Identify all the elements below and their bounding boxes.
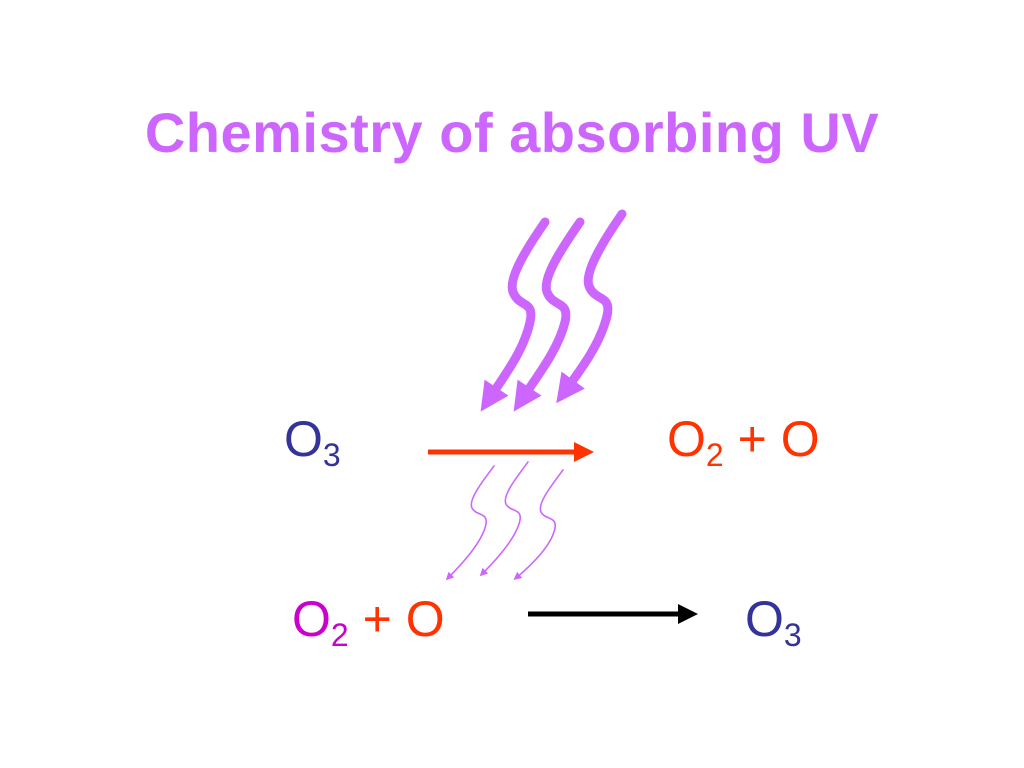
reactant-ozone: O3: [284, 414, 341, 471]
subscript: 2: [330, 617, 349, 653]
oxygen-molecule: O2: [292, 591, 349, 651]
uv-radiation-arrow-icon: [556, 209, 627, 404]
element-symbol: O: [284, 411, 323, 467]
uv-radiation-arrow-icon: [513, 469, 564, 581]
subscript: 3: [783, 617, 802, 653]
reactants-oxygen: O2 + O: [292, 594, 445, 651]
oxygen-atom: O: [405, 591, 445, 647]
uv-radiation-arrow-icon: [513, 217, 585, 412]
uv-radiation-arrow-icon: [479, 461, 529, 577]
product-ozone: O3: [745, 594, 802, 651]
subscript: 3: [322, 437, 341, 473]
subscript: 2: [705, 437, 724, 473]
uv-radiation-arrow-icon: [445, 465, 495, 581]
oxygen-atom: O: [780, 411, 820, 467]
slide-title: Chemistry of absorbing UV: [144, 101, 880, 164]
plus-sign: +: [362, 591, 392, 647]
plus-sign: +: [737, 411, 767, 467]
element-symbol: O: [745, 591, 784, 647]
products-oxygen: O2 + O: [667, 414, 820, 471]
uv-radiation-arrow-icon: [480, 217, 550, 412]
element-symbol: O: [292, 591, 331, 647]
element-symbol: O: [667, 411, 706, 467]
